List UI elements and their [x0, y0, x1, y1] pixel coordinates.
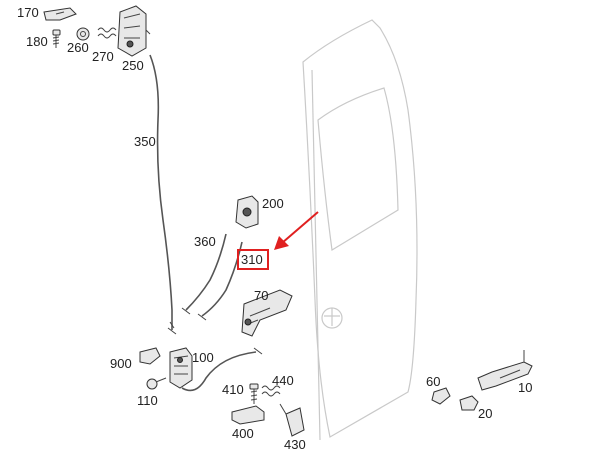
label-20: 20: [478, 406, 492, 421]
label-10: 10: [518, 380, 532, 395]
label-200: 200: [262, 196, 284, 211]
part-430-striker: [279, 403, 305, 437]
label-260: 260: [67, 40, 89, 55]
part-180-screw: [52, 29, 61, 48]
label-900: 900: [110, 356, 132, 371]
label-70: 70: [254, 288, 268, 303]
label-100: 100: [192, 350, 214, 365]
part-20-cap: [459, 395, 479, 411]
part-400-bracket: [231, 405, 265, 425]
highlight-arrow: [274, 211, 319, 250]
part-60-cap: [431, 387, 451, 405]
label-250: 250: [122, 58, 144, 73]
part-900-bracket: [139, 347, 161, 365]
part-350-cable: [149, 54, 177, 335]
label-400: 400: [232, 426, 254, 441]
part-260-washer: [76, 27, 90, 41]
part-200-lock-housing: [235, 195, 259, 229]
label-110: 110: [137, 393, 158, 408]
label-270: 270: [92, 49, 114, 64]
part-250-upper-lock: [117, 5, 151, 57]
part-10-outer-handle: [477, 350, 533, 391]
part-110-bolt: [146, 377, 167, 390]
label-60: 60: [426, 374, 440, 389]
part-360-cable: [181, 233, 227, 315]
rear-door-outline: [302, 19, 418, 441]
label-360: 360: [194, 234, 216, 249]
label-430: 430: [284, 437, 306, 452]
label-350: 350: [134, 134, 156, 149]
part-440-spring: [261, 385, 281, 397]
label-170: 170: [17, 5, 39, 20]
part-100-lower-lock: [169, 347, 193, 389]
part-170-bracket: [43, 7, 77, 21]
connecting-rod: [181, 351, 257, 392]
label-310: 310: [241, 252, 263, 267]
part-270-spring: [97, 27, 117, 39]
part-410-screw: [249, 383, 259, 404]
highlight-box-310: [237, 249, 269, 270]
label-440: 440: [272, 373, 294, 388]
part-70-handle: [241, 289, 293, 337]
label-410: 410: [222, 382, 244, 397]
label-180: 180: [26, 34, 48, 49]
